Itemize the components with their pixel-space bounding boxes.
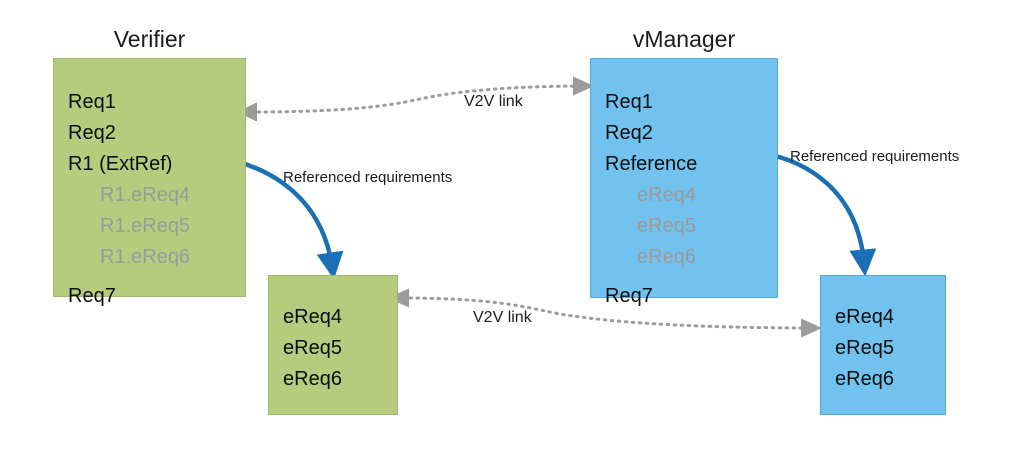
req-line-sub: eReq4 xyxy=(637,184,696,206)
ereq-line: eReq5 xyxy=(283,337,342,359)
ereq-line: eReq4 xyxy=(283,306,342,328)
req-line-sub: R1.eReq5 xyxy=(100,215,191,237)
req-line-sub: eReq6 xyxy=(637,246,696,268)
referenced-requirements-label-left: Referenced requirements xyxy=(283,169,453,186)
v2v-link-top-line xyxy=(236,76,594,122)
verifier-title: Verifier xyxy=(113,26,186,52)
verifier-ereq-list: eReq4 eReq5 eReq6 xyxy=(283,302,342,395)
vmanager-requirements-list: Req1 Req2 Reference eReq4 eReq5 eReq6 Re… xyxy=(605,87,697,312)
vmanager-requirements-box[interactable]: Req1 Req2 Reference eReq4 eReq5 eReq6 Re… xyxy=(590,58,778,307)
req-line: Req1 xyxy=(605,91,653,113)
v2v-link-bottom-label: V2V link xyxy=(473,309,532,326)
verifier-requirements-list: Req1 Req2 R1 (ExtRef) R1.eReq4 R1.eReq5 … xyxy=(68,87,190,312)
verifier-ereq-box[interactable]: eReq4 eReq5 eReq6 xyxy=(268,275,398,415)
vmanager-ereq-list: eReq4 eReq5 eReq6 xyxy=(835,302,894,395)
req-line-sub: R1.eReq6 xyxy=(100,246,191,268)
vmanager-title: vManager xyxy=(632,26,736,52)
ereq-line: eReq6 xyxy=(283,368,342,390)
req-line-reference: Reference xyxy=(605,153,698,175)
req-line-sub: R1.eReq4 xyxy=(100,184,191,206)
ereq-line: eReq5 xyxy=(835,337,894,359)
req-line: Req7 xyxy=(68,285,116,307)
ereq-line: eReq4 xyxy=(835,306,894,328)
v2v-link-top-label: V2V link xyxy=(464,93,523,110)
vmanager-ereq-box[interactable]: eReq4 eReq5 eReq6 xyxy=(820,275,946,415)
req-line: Req2 xyxy=(68,122,116,144)
req-line-sub: eReq5 xyxy=(637,215,696,237)
req-line-extref: R1 (ExtRef) xyxy=(68,153,173,175)
req-line: Req7 xyxy=(605,285,653,307)
req-line: Req2 xyxy=(605,122,653,144)
req-line: Req1 xyxy=(68,91,116,113)
ereq-line: eReq6 xyxy=(835,368,894,390)
verifier-requirements-box[interactable]: Req1 Req2 R1 (ExtRef) R1.eReq4 R1.eReq5 … xyxy=(53,58,246,307)
referenced-requirements-label-right: Referenced requirements xyxy=(790,148,960,165)
